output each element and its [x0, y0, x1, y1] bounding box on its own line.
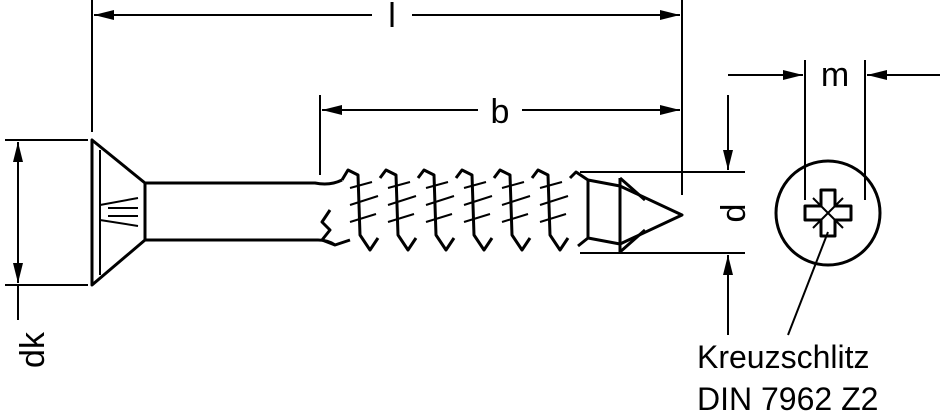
screw-head-top-view: m [728, 56, 940, 336]
caption-line2: DIN 7962 Z2 [697, 381, 878, 417]
dimension-l: l [91, 0, 683, 195]
label-b: b [491, 93, 510, 131]
caption-line1: Kreuzschlitz [697, 339, 870, 375]
label-d: d [715, 204, 753, 223]
label-m: m [821, 56, 849, 94]
leader-line [787, 231, 829, 336]
dimension-b: b [319, 93, 680, 175]
screw-side-view [90, 138, 684, 287]
dimension-dk: dk [5, 139, 88, 368]
label-l: l [388, 0, 396, 35]
dimension-d: d [580, 95, 753, 335]
label-dk: dk [14, 331, 52, 368]
